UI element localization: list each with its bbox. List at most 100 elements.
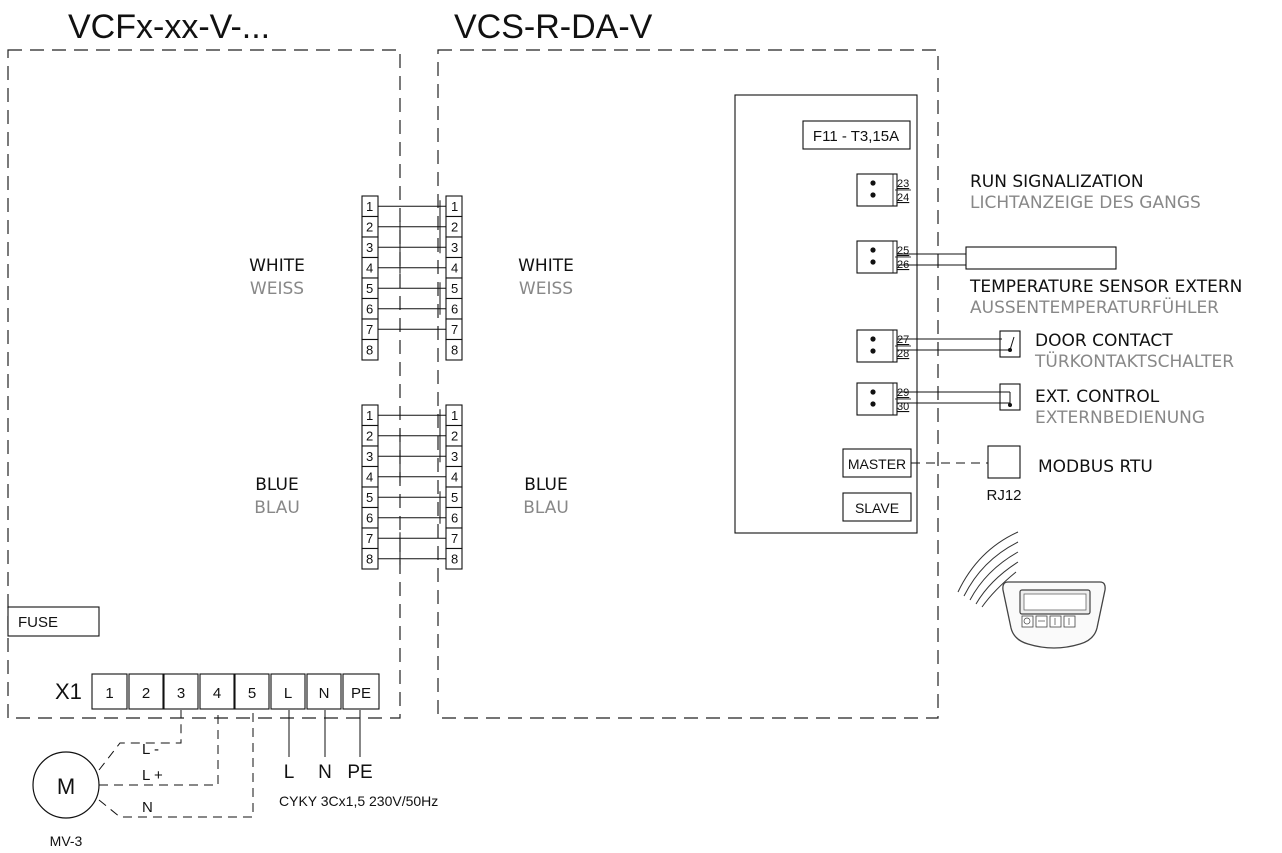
motor-wire-lminus: L - xyxy=(142,741,159,758)
controller-board xyxy=(734,94,918,534)
blue-right-pin-label: 6 xyxy=(451,511,458,526)
blue-label-right: BLUE xyxy=(524,475,567,495)
blau-label-right: BLAU xyxy=(523,498,569,518)
white-label-right: WHITE xyxy=(518,256,574,276)
blue-left-pin-label: 8 xyxy=(366,552,373,567)
white-left-pin-label: 7 xyxy=(366,322,373,337)
white-right-pin-label: 5 xyxy=(451,281,458,296)
white-right-pin-label: 3 xyxy=(451,240,458,255)
fuse-label: FUSE xyxy=(18,614,58,631)
blue-right-pin-label: 3 xyxy=(451,449,458,464)
master-label: MASTER xyxy=(848,456,906,472)
terminal-dot xyxy=(870,389,876,395)
white-right-pin-box xyxy=(445,338,463,361)
terminal-number-a: 23 xyxy=(897,178,909,190)
door-contact-label-de: TÜRKONTAKTSCHALTER xyxy=(1034,350,1234,372)
blue-label-left: BLUE xyxy=(255,475,298,495)
wireless-icon xyxy=(957,531,1019,608)
ext-control-label-de: EXTERNBEDIENUNG xyxy=(1035,408,1205,428)
motor-model: MV-3 xyxy=(50,833,83,849)
blue-right-pin-label: 1 xyxy=(451,408,458,423)
white-right-pin-label: 6 xyxy=(451,302,458,317)
right-unit-title: VCS-R-DA-V xyxy=(454,8,653,46)
run-signal-label-de: LICHTANZEIGE DES GANGS xyxy=(970,193,1201,213)
x1-terminal xyxy=(163,673,199,710)
x1-terminal-label: PE xyxy=(351,685,371,702)
blue-left-pin-label: 2 xyxy=(366,429,373,444)
x1-label: X1 xyxy=(55,679,82,704)
terminal-block xyxy=(856,173,898,207)
board-fuse-box xyxy=(802,120,911,150)
white-left-pin-box xyxy=(361,338,379,361)
run-signal-label: RUN SIGNALIZATION xyxy=(970,172,1144,192)
supply-l: L xyxy=(284,762,295,783)
supply-pe: PE xyxy=(347,762,372,783)
blau-label-left: BLAU xyxy=(254,498,300,518)
weiss-label-left: WEISS xyxy=(250,279,304,299)
terminal-dot xyxy=(870,336,876,342)
x1-terminal-label: 4 xyxy=(213,685,221,702)
rj12-label: RJ12 xyxy=(986,487,1021,504)
temperature-sensor xyxy=(965,246,1117,270)
x1-terminal xyxy=(91,673,128,710)
blue-left-pin-label: 7 xyxy=(366,531,373,546)
door-contact-switch xyxy=(999,330,1021,358)
door-contact-label: DOOR CONTACT xyxy=(1035,331,1173,351)
fuse-box xyxy=(7,606,100,637)
white-right-pin-label: 1 xyxy=(451,199,458,214)
x1-terminal-label: 2 xyxy=(142,685,150,702)
white-left-pin-label: 8 xyxy=(366,343,373,358)
blue-left-pin-label: 3 xyxy=(366,449,373,464)
terminal-number-b: 24 xyxy=(897,192,909,204)
left-unit-title: VCFx-xx-V-... xyxy=(68,8,270,46)
modbus-label: MODBUS RTU xyxy=(1038,457,1153,477)
terminal-number-a: 27 xyxy=(897,334,909,346)
terminal-block xyxy=(856,240,898,274)
blue-right-pin-label: 8 xyxy=(451,552,458,567)
terminal-number-a: 29 xyxy=(897,387,909,399)
x1-terminal-label: 3 xyxy=(177,685,185,702)
blue-left-pin-label: 4 xyxy=(366,470,373,485)
left-unit-enclosure xyxy=(7,49,401,719)
x1-terminal-label: L xyxy=(284,685,292,702)
ext-control-label: EXT. CONTROL xyxy=(1035,387,1160,407)
terminal-dot xyxy=(870,259,876,265)
terminal-number-b: 28 xyxy=(897,348,909,360)
white-right-pin-label: 4 xyxy=(451,261,458,276)
white-left-pin-label: 3 xyxy=(366,240,373,255)
temp-sensor-label-de: AUSSENTEMPERATURFÜHLER xyxy=(970,296,1219,318)
terminal-dot xyxy=(870,180,876,186)
x1-terminal xyxy=(270,673,306,710)
motor-wire-lplus: L + xyxy=(142,767,163,784)
terminal-dot xyxy=(870,247,876,253)
remote-controller-icon xyxy=(1002,581,1106,649)
x1-terminal xyxy=(199,673,235,710)
blue-left-pin-label: 6 xyxy=(366,511,373,526)
motor-wire-n: N xyxy=(142,799,153,816)
x1-terminal-label: 1 xyxy=(105,685,113,702)
board-fuse-label: F11 - T3,15A xyxy=(813,128,899,145)
x1-terminal xyxy=(234,673,270,710)
slave-label: SLAVE xyxy=(855,500,899,516)
white-left-pin-label: 2 xyxy=(366,220,373,235)
white-label-left: WHITE xyxy=(249,256,305,276)
terminal-dot xyxy=(870,401,876,407)
blue-left-pin-label: 5 xyxy=(366,490,373,505)
blue-right-pin-label: 4 xyxy=(451,470,458,485)
terminal-dot xyxy=(870,192,876,198)
white-left-pin-label: 6 xyxy=(366,302,373,317)
white-right-pin-label: 7 xyxy=(451,322,458,337)
terminal-number-a: 25 xyxy=(897,245,909,257)
right-unit-enclosure xyxy=(437,49,939,719)
x1-terminal-label: 5 xyxy=(248,685,256,702)
ext-control-switch xyxy=(999,383,1021,411)
terminal-number-b: 30 xyxy=(897,401,909,413)
white-left-pin-label: 5 xyxy=(366,281,373,296)
terminal-dot xyxy=(870,348,876,354)
supply-n: N xyxy=(318,762,332,783)
rj12-socket xyxy=(987,445,1021,479)
blue-right-pin-label: 7 xyxy=(451,531,458,546)
